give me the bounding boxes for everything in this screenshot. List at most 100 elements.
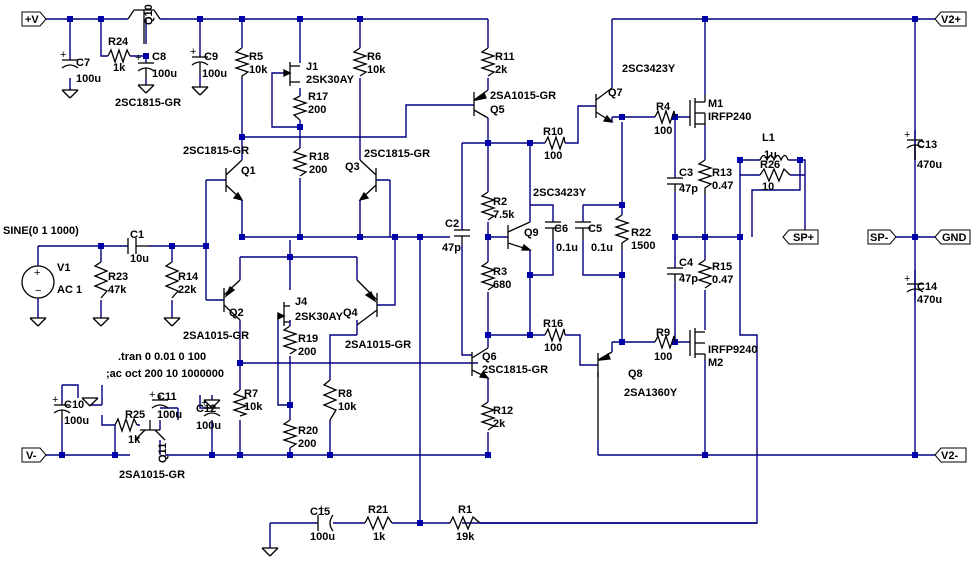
port-spplus: SP+ bbox=[782, 229, 819, 245]
c12-symbol: + bbox=[201, 397, 221, 417]
r21-symbol bbox=[364, 515, 393, 531]
l1-value: 1u bbox=[764, 149, 777, 161]
r4-symbol bbox=[654, 108, 676, 126]
r18-symbol bbox=[291, 147, 309, 177]
q7-name: Q7 bbox=[608, 87, 623, 99]
r6-name: R6 bbox=[367, 51, 381, 63]
c4-symbol bbox=[667, 267, 683, 282]
c11-value: 100u bbox=[157, 409, 182, 421]
r2-symbol bbox=[479, 191, 497, 221]
r16-symbol bbox=[544, 326, 566, 344]
q5-symbol bbox=[473, 89, 489, 119]
r13-name: R13 bbox=[712, 167, 732, 179]
c15-name: C15 bbox=[310, 506, 330, 518]
q3-name: Q3 bbox=[345, 161, 360, 173]
c15-symbol: + bbox=[317, 503, 334, 532]
j1-name: J1 bbox=[306, 61, 318, 73]
c13-symbol: + bbox=[904, 129, 924, 160]
j4-symbol bbox=[277, 302, 290, 326]
r18-value: 200 bbox=[309, 164, 327, 176]
j4-name: J4 bbox=[295, 296, 308, 308]
c9-name: C9 bbox=[204, 51, 218, 63]
c11-name: C11 bbox=[157, 391, 177, 403]
q10-symbol bbox=[127, 9, 161, 44]
c14-name: C14 bbox=[917, 281, 938, 293]
r10-value: 100 bbox=[544, 150, 562, 162]
svg-text:+: + bbox=[60, 49, 66, 61]
r20-name: R20 bbox=[298, 425, 318, 437]
q3-part: 2SC1815-GR bbox=[364, 148, 430, 160]
r11-symbol bbox=[479, 47, 497, 77]
q6-symbol bbox=[471, 347, 490, 379]
c2-value: 47p bbox=[442, 242, 461, 254]
resistors bbox=[93, 47, 791, 531]
transistors bbox=[127, 9, 614, 441]
q10-part: 2SC1815-GR bbox=[115, 97, 181, 109]
v1-name: V1 bbox=[57, 262, 70, 274]
r23-value: 47k bbox=[108, 284, 127, 296]
c10-name: C10 bbox=[64, 399, 84, 411]
j1-part: 2SK30AY bbox=[306, 74, 355, 86]
r9-name: R9 bbox=[656, 327, 670, 339]
r5-symbol bbox=[233, 47, 251, 78]
q10-name: Q10 bbox=[143, 4, 155, 25]
c10-symbol: + bbox=[52, 394, 71, 420]
c8-value: 100u bbox=[152, 68, 177, 80]
j4-part: 2SK30AY bbox=[295, 311, 344, 323]
c7-value: 100u bbox=[76, 73, 101, 85]
q9-name: Q9 bbox=[524, 227, 539, 239]
r11-name: R11 bbox=[495, 51, 515, 63]
port-v2plus: V2+ bbox=[934, 11, 967, 27]
c7-symbol: + bbox=[60, 49, 79, 69]
capacitors: + + + + + + + + + bbox=[52, 46, 924, 532]
svg-text:SP-: SP- bbox=[870, 232, 889, 244]
m1-name: M1 bbox=[708, 98, 723, 110]
r20-symbol bbox=[281, 419, 299, 449]
svg-text:V2-: V2- bbox=[941, 450, 958, 462]
svg-text:V-: V- bbox=[26, 450, 37, 462]
c14-value: 470u bbox=[917, 294, 942, 306]
q8-part: 2SA1360Y bbox=[624, 387, 678, 399]
svg-text:V2+: V2+ bbox=[941, 14, 961, 26]
r15-value: 0.47 bbox=[712, 274, 733, 286]
r9-value: 100 bbox=[654, 351, 672, 363]
c13-name: C13 bbox=[917, 139, 937, 151]
r7-name: R7 bbox=[244, 388, 258, 400]
r22-name: R22 bbox=[631, 227, 651, 239]
r26-name: R26 bbox=[760, 159, 780, 171]
svg-text:+: + bbox=[34, 267, 40, 279]
r16-name: R16 bbox=[543, 318, 563, 330]
q5-name: Q5 bbox=[490, 104, 505, 116]
r7-value: 10k bbox=[244, 401, 263, 413]
q11-name: Q11 bbox=[157, 443, 169, 463]
r20-value: 200 bbox=[298, 438, 316, 450]
r13-symbol bbox=[696, 159, 714, 195]
svg-text:−: − bbox=[35, 285, 41, 297]
r23-symbol bbox=[93, 261, 109, 299]
r22-value: 1500 bbox=[631, 240, 655, 252]
q1-symbol bbox=[225, 159, 244, 202]
port-vminus: V- bbox=[21, 447, 47, 463]
r3-value: 680 bbox=[493, 279, 511, 291]
r8-symbol bbox=[322, 379, 338, 421]
c15-value: 100u bbox=[310, 531, 335, 543]
r24-value: 1k bbox=[113, 62, 126, 74]
r6-symbol bbox=[351, 47, 369, 77]
r9-symbol bbox=[654, 333, 676, 351]
labels: Q10 2SC1815-GR R24 1k C8 100u C7 100u C9… bbox=[3, 4, 942, 543]
r26-symbol bbox=[759, 167, 791, 183]
r15-name: R15 bbox=[712, 261, 732, 273]
c2-symbol bbox=[454, 229, 470, 245]
r17-value: 200 bbox=[308, 104, 326, 116]
j1-symbol bbox=[283, 62, 300, 86]
m2-symbol bbox=[689, 328, 706, 360]
r10-symbol bbox=[544, 134, 566, 152]
r16-value: 100 bbox=[544, 342, 562, 354]
svg-text:+: + bbox=[904, 273, 910, 285]
svg-text:SP+: SP+ bbox=[793, 232, 814, 244]
r24-name: R24 bbox=[108, 36, 129, 48]
r14-symbol bbox=[164, 261, 180, 299]
r2-value: 7.5k bbox=[493, 209, 515, 221]
r14-name: R14 bbox=[178, 271, 199, 283]
